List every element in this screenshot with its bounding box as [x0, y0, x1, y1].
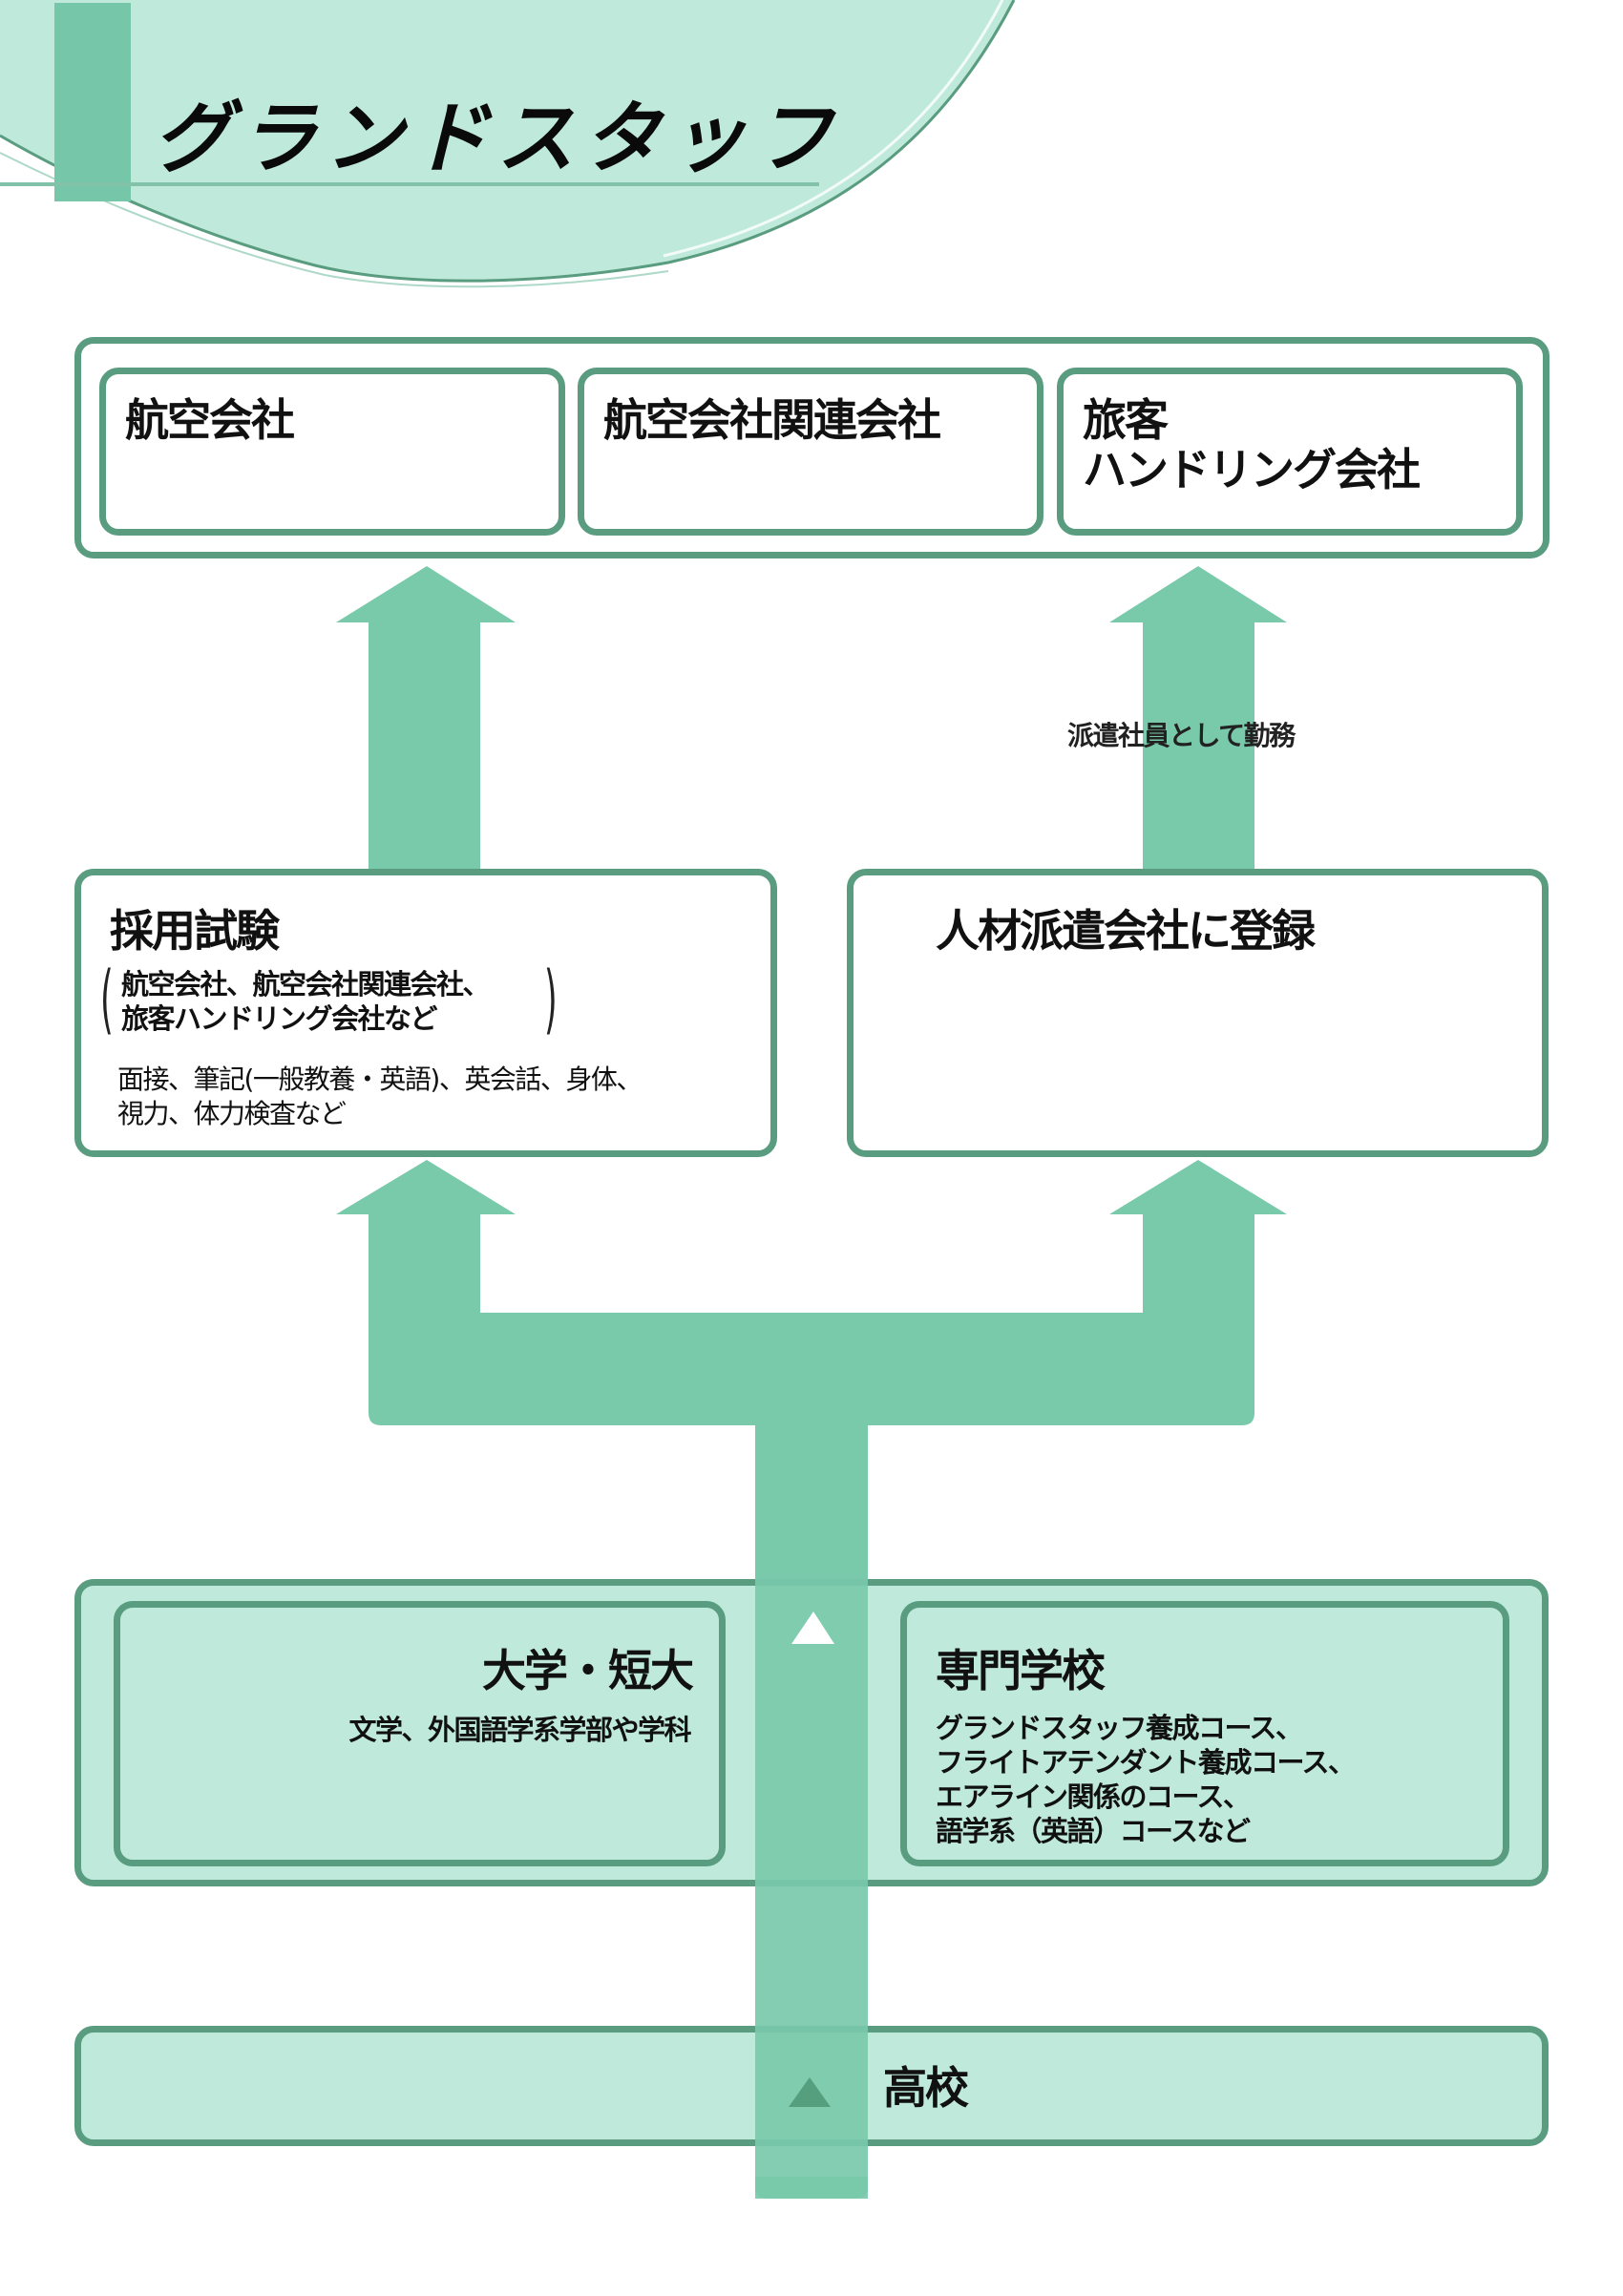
vocational-course-3: エアライン関係のコース、	[936, 1780, 1251, 1813]
high-school-band: 高校	[74, 2026, 1549, 2146]
university-title: 大学・短大	[482, 1645, 694, 1696]
employer-airline-affiliate: 航空会社関連会社	[578, 368, 1043, 536]
university-desc: 文学、外国語学系学部や学科	[348, 1714, 691, 1746]
exam-close-paren: )	[544, 957, 558, 1043]
dispatch-note: 派遣社員として勤務	[1067, 720, 1296, 751]
header-ellipse-stroke	[0, 0, 1016, 283]
employer-ground-handling: 旅客 ハンドリング会社	[1057, 368, 1523, 536]
page-title: グランドスタッフ	[153, 93, 840, 184]
university-box: 大学・短大 文学、外国語学系学部や学科	[114, 1601, 726, 1866]
exam-targets-line-1: 航空会社、航空会社関連会社、	[121, 968, 491, 1001]
high-school-label: 高校	[883, 2062, 969, 2114]
vocational-course-1: グランドスタッフ養成コース、	[936, 1712, 1303, 1744]
arrow-branch	[336, 1160, 1287, 1579]
header-underline	[0, 182, 819, 186]
arrow-exam-to-employers	[336, 566, 516, 869]
employer-airline-label: 航空会社	[125, 394, 295, 446]
exam-targets-line-2: 旅客ハンドリング会社など	[121, 1002, 438, 1035]
employer-airline: 航空会社	[99, 368, 565, 536]
vocational-title: 専門学校	[936, 1645, 1106, 1696]
exam-details-line-1: 面接、筆記(一般教養・英語)、英会話、身体、	[117, 1064, 643, 1095]
employer-ground-handling-label-2: ハンドリング会社	[1083, 444, 1421, 495]
header-ellipse	[0, 0, 1014, 282]
exam-title: 採用試験	[110, 905, 280, 957]
exam-open-paren: (	[100, 957, 114, 1043]
employer-ground-handling-label-1: 旅客	[1083, 394, 1169, 446]
vocational-school-box: 専門学校 グランドスタッフ養成コース、 フライトアテンダント養成コース、 エアラ…	[900, 1601, 1509, 1866]
arrow-staffing-to-employers	[1109, 566, 1287, 869]
header-accent-bar	[54, 3, 131, 201]
staffing-title: 人材派遣会社に登録	[936, 905, 1316, 957]
exam-details-line-2: 視力、体力検査など	[117, 1098, 347, 1129]
employer-airline-affiliate-label: 航空会社関連会社	[603, 394, 941, 446]
vocational-course-2: フライトアテンダント養成コース、	[936, 1746, 1356, 1779]
recruitment-exam-box: 採用試験 ( 航空会社、航空会社関連会社、 旅客ハンドリング会社など ) 面接、…	[74, 869, 777, 1157]
vocational-course-4: 語学系（英語）コースなど	[936, 1815, 1251, 1847]
staffing-agency-box: 人材派遣会社に登録	[847, 869, 1549, 1157]
